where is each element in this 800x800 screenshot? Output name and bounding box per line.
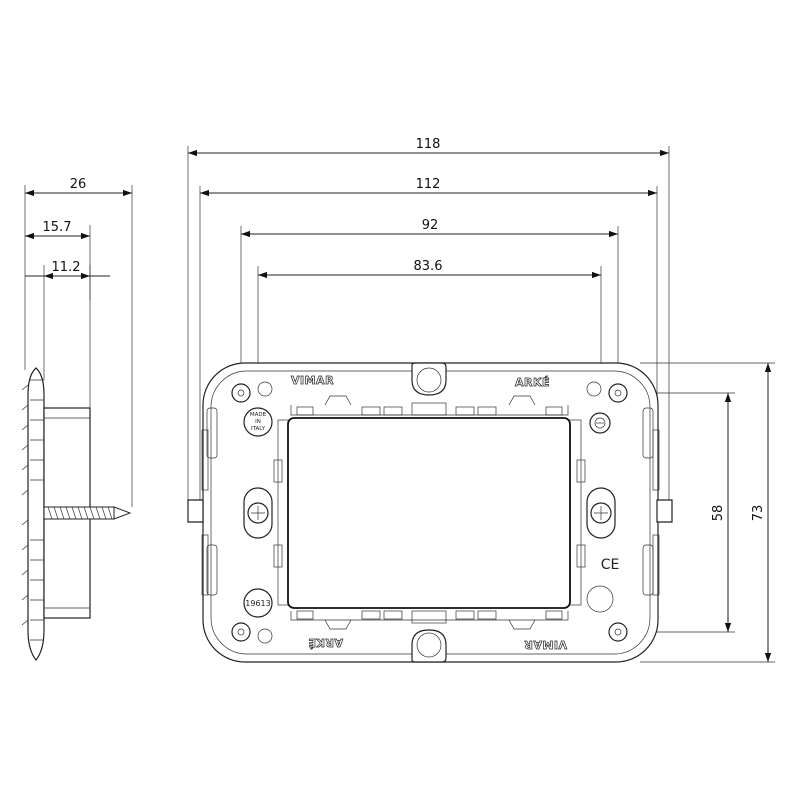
dim-side-total-depth: 26 <box>70 177 87 192</box>
part-number: 19613 <box>245 599 270 608</box>
dim-overall-width: 118 <box>416 137 441 152</box>
side-plate-teeth <box>21 379 44 641</box>
series-top: ARKÉ <box>515 376 550 389</box>
origin-badge: MADE IN ITALY <box>243 407 273 437</box>
bottom-notch <box>411 629 447 663</box>
dim-module-opening-width: 83.6 <box>414 259 443 274</box>
series-bottom: ARKÉ <box>308 636 343 649</box>
front-view: 118 112 92 83.6 58 73 <box>187 137 775 663</box>
side-tabs <box>187 407 673 596</box>
screw-slots <box>243 487 616 539</box>
side-screw <box>43 506 132 520</box>
side-plate-profile <box>27 367 45 661</box>
module-opening <box>287 417 571 609</box>
dim-outer-hole-spacing: 112 <box>416 177 441 192</box>
dim-inner-height: 58 <box>711 505 726 522</box>
adjustment-screw <box>589 412 611 434</box>
brand-top: VIMAR <box>291 374 334 387</box>
part-number-badge: 19613 <box>243 588 273 618</box>
side-extension-lines <box>24 185 133 507</box>
brand-bottom: VIMAR <box>524 638 567 651</box>
origin-line3: ITALY <box>251 426 266 432</box>
side-view: 26 15.7 11.2 <box>21 177 133 661</box>
dim-inner-hole-spacing: 92 <box>422 218 439 233</box>
dim-side-depth-inner: 11.2 <box>52 260 81 275</box>
dim-overall-height: 73 <box>751 505 766 522</box>
mounting-holes <box>231 381 628 644</box>
origin-line2: IN <box>255 419 261 425</box>
ce-mark: CE <box>601 557 620 573</box>
dim-side-depth-mid: 15.7 <box>43 220 72 235</box>
module-clips <box>290 395 569 630</box>
origin-line1: MADE <box>250 412 267 418</box>
top-notch <box>411 362 447 396</box>
